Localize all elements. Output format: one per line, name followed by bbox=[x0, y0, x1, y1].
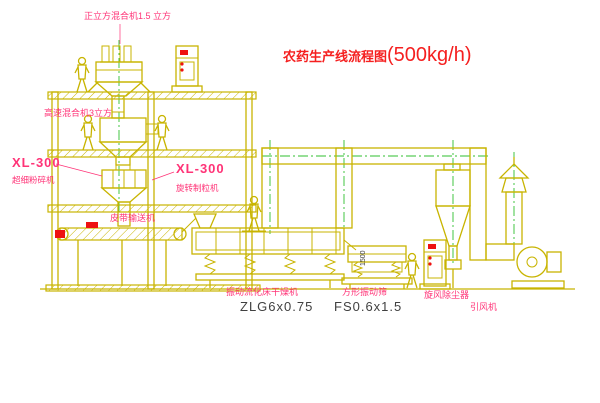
label-high-speed-mixer: 高速混合机3立方 bbox=[44, 108, 113, 118]
label-screen-model: FS0.6x1.5 bbox=[334, 299, 403, 314]
spring-support bbox=[352, 261, 364, 278]
spring-support bbox=[323, 253, 337, 275]
control-cabinet-top bbox=[171, 45, 203, 93]
duct-system bbox=[261, 147, 515, 261]
cyclone-separator bbox=[435, 169, 471, 288]
label-dryer-model: ZLG6x0.75 bbox=[240, 299, 314, 314]
label-top-mixer: 正立方混合机1.5 立方 bbox=[84, 11, 172, 21]
spring-support bbox=[203, 253, 217, 275]
title-capacity: (500kg/h) bbox=[387, 44, 472, 66]
indicator-dot bbox=[180, 68, 184, 72]
indicator-dot bbox=[180, 62, 184, 66]
dimension-1500: 1500 bbox=[360, 250, 367, 266]
belt-conveyor bbox=[55, 217, 197, 286]
page-title: 农药生产线流程图(500kg/h) bbox=[283, 44, 472, 67]
vibrating-screen bbox=[341, 239, 413, 289]
spring-support bbox=[390, 261, 402, 278]
worker-figure-1 bbox=[74, 56, 90, 93]
fluid-bed-dryer bbox=[191, 213, 345, 288]
label-cyclone: 旋风除尘器 bbox=[424, 290, 470, 300]
label-screen-name: 方形振动筛 bbox=[342, 287, 388, 297]
induced-draft-fan bbox=[511, 246, 565, 289]
conveyor-red-marker bbox=[86, 222, 98, 228]
conveyor-red-marker bbox=[55, 230, 65, 238]
building-frame bbox=[45, 91, 261, 292]
indicator-dot bbox=[428, 256, 432, 260]
spring-support bbox=[243, 253, 257, 275]
label-dryer-name: 振动流化床干燥机 bbox=[226, 287, 299, 297]
spring-support bbox=[283, 253, 297, 275]
worker-figure-4 bbox=[242, 195, 266, 232]
exhaust-stack bbox=[498, 157, 530, 245]
leader-lines bbox=[55, 24, 175, 181]
cabinet-display bbox=[428, 244, 436, 249]
label-fan: 引风机 bbox=[470, 302, 498, 312]
foundation-slab bbox=[45, 284, 261, 292]
label-belt-conveyor: 皮带输送机 bbox=[110, 213, 156, 223]
high-speed-mixer bbox=[98, 111, 159, 166]
label-granulator-left-name: 超细粉碎机 bbox=[12, 175, 55, 185]
granulator bbox=[100, 164, 148, 227]
label-granulator-right-model: XL-300 bbox=[176, 161, 225, 176]
cabinet-display bbox=[180, 50, 188, 55]
worker-figure-3 bbox=[154, 114, 170, 151]
indicator-dot bbox=[428, 262, 432, 266]
worker-figure-5 bbox=[404, 252, 420, 289]
label-granulator-left-model: XL-300 bbox=[12, 155, 61, 170]
label-granulator-right-name: 旋转制粒机 bbox=[176, 183, 219, 193]
worker-figure-2 bbox=[80, 114, 96, 151]
control-cabinet-right bbox=[419, 239, 451, 290]
centerlines bbox=[118, 40, 515, 266]
title-text: 农药生产线流程图 bbox=[283, 49, 388, 64]
